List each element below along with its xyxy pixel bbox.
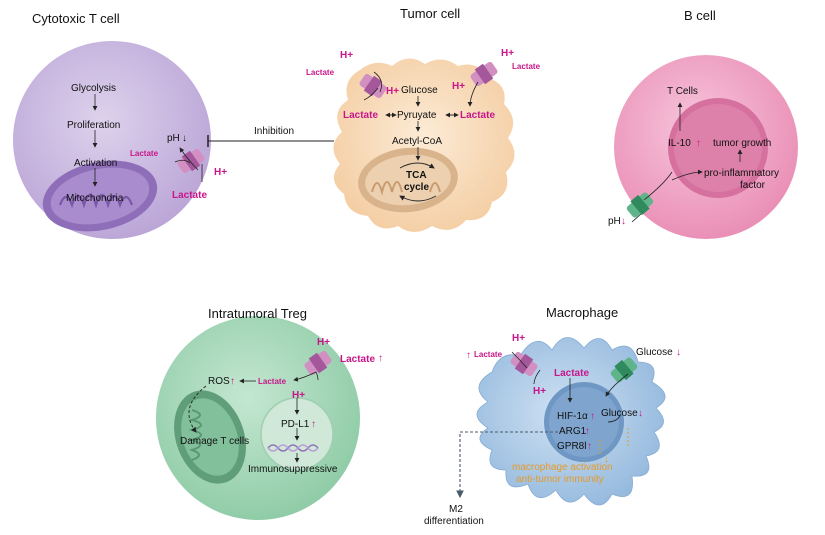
macro-gpr-up-icon: ↑ bbox=[587, 441, 592, 452]
tcell-lactate-label: Lactate bbox=[172, 190, 207, 201]
macro-glucose-in-label: Glucose bbox=[601, 408, 638, 419]
tcell-mitochondria-label: Mitochondria bbox=[66, 193, 124, 204]
tcell-group bbox=[13, 41, 211, 239]
tcell-ph-down-icon: ↓ bbox=[182, 133, 187, 144]
macro-glucose-down-icon: ↓ bbox=[676, 347, 681, 358]
inhibition-connector bbox=[207, 135, 334, 147]
treg-hplus-label: H+ bbox=[292, 390, 305, 401]
tcell-lactate-small-label: Lactate bbox=[130, 149, 159, 158]
macro-lactate-up-icon: ↑ bbox=[466, 350, 471, 361]
treg-lactate-small-label: Lactate bbox=[258, 377, 287, 386]
tumor-lactate-right-small: Lactate bbox=[512, 62, 541, 71]
macro-hplus-bottom: H+ bbox=[533, 386, 546, 397]
macrophage-transporter-right-icon bbox=[610, 357, 638, 383]
title-macrophage: Macrophage bbox=[546, 305, 618, 320]
title-bcell: B cell bbox=[684, 8, 716, 23]
tumor-lactate-left-label: Lactate bbox=[343, 110, 378, 121]
bcell-tcells-label: T Cells bbox=[667, 86, 698, 97]
title-tcell: Cytotoxic T cell bbox=[32, 11, 120, 26]
macrophage-transporter-left-icon bbox=[510, 351, 538, 377]
tumor-lactate-left-small: Lactate bbox=[306, 68, 335, 77]
tcell-proliferation-label: Proliferation bbox=[67, 120, 120, 131]
tumor-hplus-left-top: H+ bbox=[340, 50, 353, 61]
tumor-acetyl-label: Acetyl-CoA bbox=[392, 136, 442, 147]
bcell-ph-down-icon: ↓ bbox=[621, 216, 626, 227]
treg-group bbox=[156, 316, 360, 520]
macro-antitumor-label: anti-tumor immunity bbox=[516, 474, 604, 485]
tumor-group bbox=[333, 58, 515, 232]
tumor-glucose-label: Glucose bbox=[401, 85, 438, 96]
macro-hplus-top: H+ bbox=[512, 333, 525, 344]
macro-arg1-up-icon: ↑ bbox=[585, 426, 590, 437]
tumor-transporter-left-icon bbox=[359, 73, 387, 99]
bcell-il10-up-icon: ↑ bbox=[696, 138, 701, 149]
macro-hif-label: HIF-1α bbox=[557, 411, 588, 422]
macro-gpr-label: GPR8l bbox=[557, 441, 586, 452]
tcell-ph-label: pH bbox=[167, 133, 180, 144]
macro-glucose-in-down-icon: ↓ bbox=[638, 408, 643, 419]
treg-dna-icon bbox=[267, 444, 319, 452]
tcell-mitochondrion bbox=[42, 160, 158, 232]
macro-lactate-label: Lactate bbox=[554, 368, 589, 379]
tcell-activation-label: Activation bbox=[74, 158, 117, 169]
treg-pdl1-label: PD-L1 bbox=[281, 419, 310, 430]
macrophage-group bbox=[456, 337, 666, 506]
treg-immuno-label: Immunosuppressive bbox=[248, 464, 338, 475]
tcell-transporter-icon bbox=[177, 148, 205, 174]
title-tumor: Tumor cell bbox=[400, 6, 460, 21]
tumor-tca-label: TCA bbox=[406, 170, 427, 181]
tcell-hplus-label: H+ bbox=[214, 167, 227, 178]
bcell-tumor-growth-label: tumor growth bbox=[713, 138, 771, 149]
tumor-hplus-right-top: H+ bbox=[501, 48, 514, 59]
bcell-factor-label: factor bbox=[740, 180, 766, 191]
tumor-cycle-label: cycle bbox=[404, 182, 429, 193]
treg-transporter-icon bbox=[304, 350, 332, 376]
macro-arg1-label: ARG1 bbox=[559, 426, 587, 437]
treg-ros-up-icon: ↑ bbox=[230, 376, 235, 387]
treg-hplus-top: H+ bbox=[317, 337, 330, 348]
treg-pdl1-up-icon: ↑ bbox=[311, 419, 316, 430]
macro-lactate-small-label: Lactate bbox=[474, 350, 503, 359]
treg-ros-label: ROS bbox=[208, 376, 230, 387]
macro-m2-label: M2 bbox=[449, 504, 463, 515]
treg-mitochondrion bbox=[174, 390, 246, 484]
bcell-transporter-icon bbox=[626, 192, 654, 218]
macro-differentiation-label: differentiation bbox=[424, 516, 484, 527]
inhibition-label: Inhibition bbox=[254, 126, 294, 137]
bcell-il10-label: IL-10 bbox=[668, 138, 691, 149]
tumor-hplus-right: H+ bbox=[452, 81, 465, 92]
tumor-lactate-right-label: Lactate bbox=[460, 110, 495, 121]
bcell-proinflammatory-label: pro-inflammatory bbox=[704, 168, 779, 179]
macro-hif-up-icon: ↑ bbox=[590, 411, 595, 422]
macro-activation-label: macrophage activation bbox=[512, 462, 613, 473]
tcell-glycolysis-label: Glycolysis bbox=[71, 83, 116, 94]
tumor-transporter-right-icon bbox=[470, 61, 498, 87]
treg-damage-label: Damage T cells bbox=[180, 436, 249, 447]
treg-lactate-up-icon: ↑ bbox=[378, 353, 383, 364]
title-treg: Intratumoral Treg bbox=[208, 306, 307, 321]
macro-glucose-top-label: Glucose bbox=[636, 347, 673, 358]
tumor-pyruvate-label: Pyruyate bbox=[397, 110, 437, 121]
tumor-hplus-left: H+ bbox=[386, 86, 399, 97]
macro-orange-down-icon: ↓ bbox=[604, 454, 609, 465]
bcell-ph-label: pH bbox=[608, 216, 621, 227]
bcell-group bbox=[614, 55, 798, 239]
treg-lactate-label: Lactate bbox=[340, 354, 375, 365]
